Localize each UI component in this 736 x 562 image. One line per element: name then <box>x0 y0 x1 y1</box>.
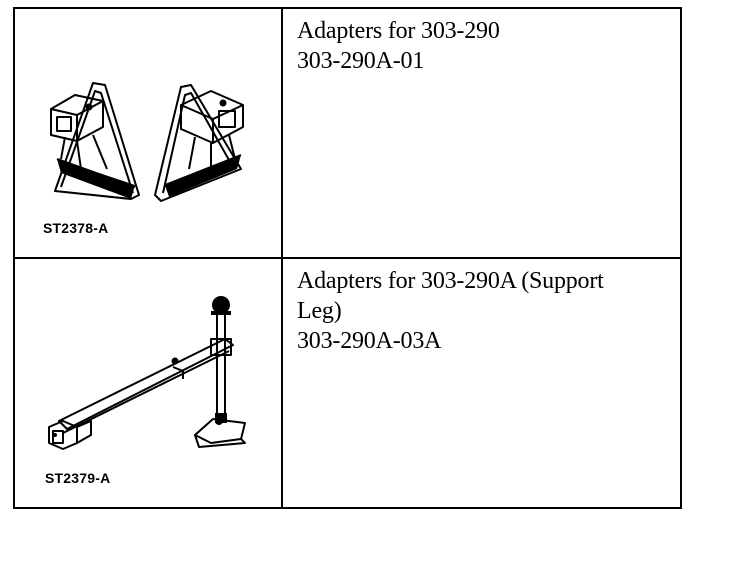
illustration-cell: ST2378-A <box>15 9 283 257</box>
support-leg-illustration <box>48 296 246 450</box>
description-line: Leg) <box>297 298 342 324</box>
tool-row: ST2378-A Adapters for 303-290 303-290A-0… <box>15 9 680 259</box>
figure-label: ST2379-A <box>45 470 111 486</box>
adapter-pair-illustration <box>50 82 244 202</box>
part-number: 303-290A-03A <box>297 328 442 354</box>
description-line: Adapters for 303-290 <box>297 18 500 44</box>
description-line: Adapters for 303-290A (Support <box>297 268 604 294</box>
tool-row: ST2379-A Adapters for 303-290A (Support … <box>15 259 680 507</box>
illustration-cell: ST2379-A <box>15 259 283 507</box>
description-cell: Adapters for 303-290 303-290A-01 <box>283 9 680 257</box>
figure-label: ST2378-A <box>43 220 109 236</box>
part-number: 303-290A-01 <box>297 48 425 74</box>
tool-table: ST2378-A Adapters for 303-290 303-290A-0… <box>13 7 682 509</box>
description-cell: Adapters for 303-290A (Support Leg) 303-… <box>283 259 680 507</box>
